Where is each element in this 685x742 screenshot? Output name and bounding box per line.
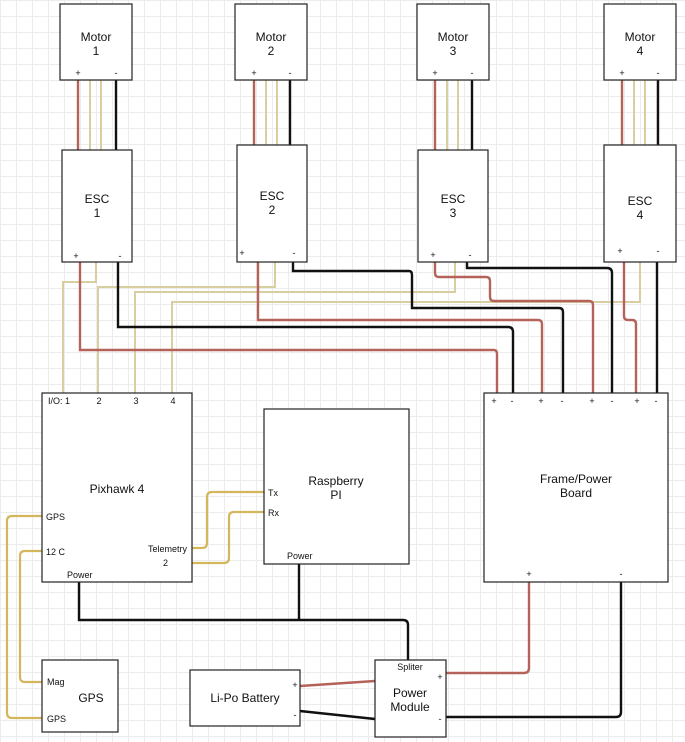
esc-2-number: 2 (269, 203, 276, 217)
frame-pin-2-minus: - (561, 396, 564, 406)
motor-4-plus: + (619, 68, 624, 78)
pixhawk-io-2: 2 (96, 396, 101, 406)
motor-1: Motor 1 + - (59, 3, 133, 81)
power-module-title-line2: Module (390, 700, 430, 714)
motor3-esc3-wires (433, 80, 474, 150)
esc-1-number: 1 (94, 206, 101, 220)
pixhawk-power-port: Power (67, 570, 93, 580)
motor-3: Motor 3 + - (416, 3, 490, 81)
power-module-minus: - (439, 714, 442, 724)
esc-1-minus: - (119, 251, 122, 261)
pixhawk-telemetry-number: 2 (163, 558, 168, 568)
motor1-esc1-wires (76, 80, 118, 150)
motor-3-number: 3 (450, 44, 457, 58)
esc-2-minus: - (293, 248, 296, 258)
motor-2: Motor 2 + - (234, 3, 308, 81)
gps-module-title: GPS (78, 691, 103, 705)
motor-4-number: 4 (637, 44, 644, 58)
frame-pin-3-minus: - (611, 396, 614, 406)
esc-3-number: 3 (450, 206, 457, 220)
frame-output-minus: - (620, 569, 623, 579)
motor-2-minus: - (289, 68, 292, 78)
raspberry-power-pin: Power (287, 551, 313, 561)
esc-2-plus: + (239, 248, 244, 258)
gps-module-gps-pin: GPS (47, 714, 66, 724)
esc-4-number: 4 (637, 208, 644, 222)
esc-4-label: ESC (628, 194, 653, 208)
esc-4: ESC 4 + - (603, 144, 677, 263)
battery-title: Li-Po Battery (210, 691, 279, 705)
frame-title-line1: Frame/Power (540, 472, 612, 486)
raspberry-rx-pin: Rx (268, 508, 279, 518)
battery-plus: + (292, 680, 297, 690)
telemetry-wires (192, 490, 264, 565)
power-wires (77, 564, 623, 721)
pixhawk-io-1: I/O: 1 (48, 396, 70, 406)
pixhawk-gps-port: GPS (46, 512, 65, 522)
esc-4-plus: + (617, 246, 622, 256)
pixhawk-title: Pixhawk 4 (90, 482, 145, 496)
wires (5, 80, 660, 721)
pixhawk-io-3: 3 (133, 396, 138, 406)
pixhawk-telemetry-port: Telemetry (148, 544, 188, 554)
frame-pin-2-plus: + (538, 396, 543, 406)
esc-1-plus: + (73, 251, 78, 261)
motor-4-label: Motor (625, 30, 656, 44)
power-module-title-line1: Power (393, 686, 427, 700)
power-module: Spliter Power Module + - (374, 659, 447, 738)
motor-1-minus: - (115, 68, 118, 78)
frame-pin-4-minus: - (655, 396, 658, 406)
frame-power-board: Frame/Power Board + - + - + - + - + - (483, 392, 669, 583)
motor4-esc4-wires (620, 80, 660, 145)
esc-1: ESC 1 + - (61, 149, 133, 263)
esc-2: ESC 2 + - (236, 144, 308, 263)
raspberry-pi: Raspberry PI Tx Rx Power (263, 408, 410, 565)
motor-1-plus: + (75, 68, 80, 78)
gps-wires (5, 514, 42, 720)
raspberry-tx-pin: Tx (268, 488, 278, 498)
pixhawk-4: Pixhawk 4 I/O: 1 2 3 4 GPS 12 C Telemetr… (41, 392, 193, 583)
esc-power-wires (78, 262, 659, 393)
power-module-splitter: Spliter (397, 662, 423, 672)
motor-1-number: 1 (93, 44, 100, 58)
frame-pin-1-plus: + (491, 396, 496, 406)
pixhawk-io-4: 4 (170, 396, 175, 406)
raspberry-title-line2: PI (330, 488, 341, 502)
frame-pin-4-plus: + (634, 396, 639, 406)
motor-2-plus: + (251, 68, 256, 78)
esc-3-plus: + (430, 250, 435, 260)
motor-3-minus: - (471, 68, 474, 78)
motor-2-number: 2 (268, 44, 275, 58)
esc-1-label: ESC (85, 192, 110, 206)
esc-3: ESC 3 + - (417, 149, 489, 263)
motor2-esc2-wires (252, 80, 292, 145)
gps-module: GPS Mag GPS (41, 659, 119, 733)
raspberry-title-line1: Raspberry (308, 474, 363, 488)
motor-4: Motor 4 + - (603, 3, 677, 81)
esc-3-label: ESC (441, 192, 466, 206)
motor-1-label: Motor (81, 30, 112, 44)
frame-output-plus: + (526, 569, 531, 579)
motor-2-label: Motor (256, 30, 287, 44)
motor-4-minus: - (657, 68, 660, 78)
pixhawk-i2c-port: 12 C (46, 547, 66, 557)
gps-module-mag-pin: Mag (47, 677, 65, 687)
frame-pin-1-minus: - (511, 396, 514, 406)
frame-title-line2: Board (560, 486, 592, 500)
battery-minus: - (294, 710, 297, 720)
frame-pin-3-plus: + (589, 396, 594, 406)
esc-2-label: ESC (260, 189, 285, 203)
motor-3-label: Motor (438, 30, 469, 44)
lipo-battery: Li-Po Battery + - (189, 669, 301, 727)
esc-4-minus: - (657, 246, 660, 256)
esc-3-minus: - (469, 250, 472, 260)
motor-3-plus: + (432, 68, 437, 78)
power-module-plus: + (437, 672, 442, 682)
